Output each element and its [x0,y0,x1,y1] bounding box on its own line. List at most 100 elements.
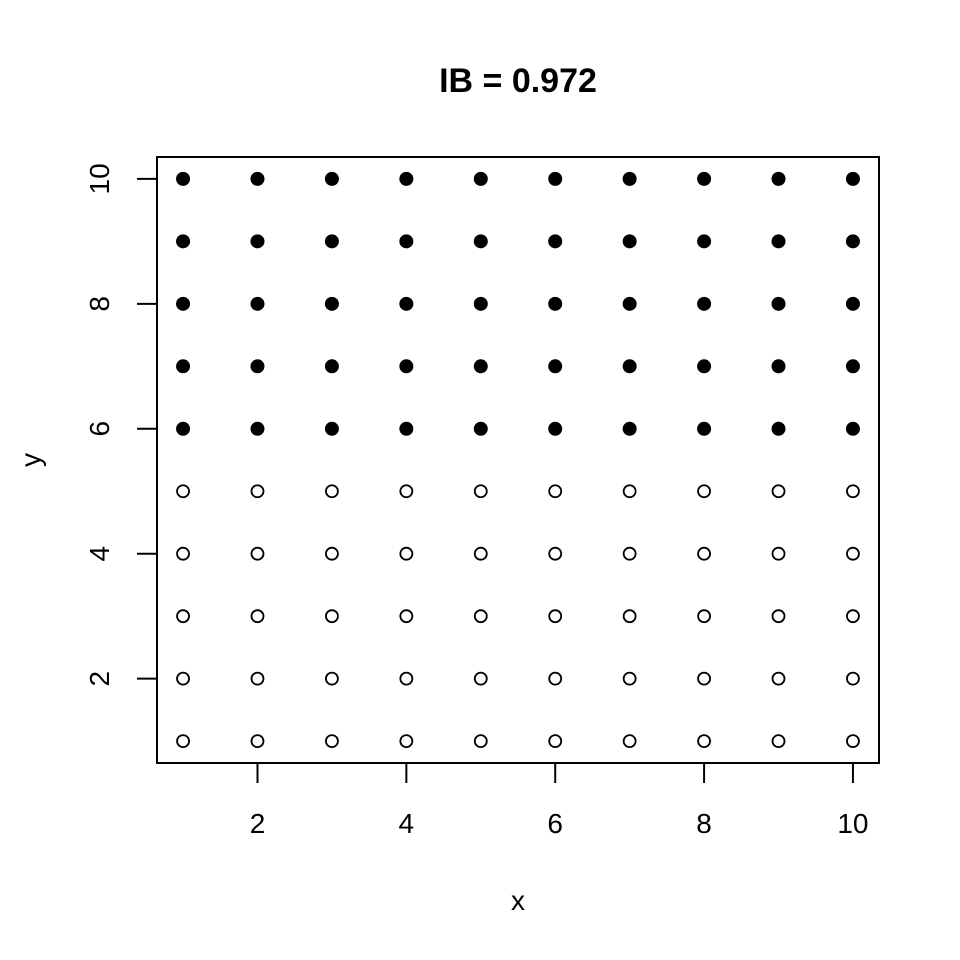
open-point [325,734,339,749]
filled-point [176,359,191,374]
filled-point [845,296,860,311]
filled-point [697,171,712,186]
x-axis-label: x [511,885,525,916]
open-point [771,734,786,749]
open-point [250,734,265,749]
open-point [473,671,488,686]
filled-point [771,359,786,374]
open-point [846,546,860,561]
y-axis-label: y [15,453,46,467]
open-point [473,734,488,749]
open-point [548,609,563,624]
y-tick-label: 4 [84,546,115,562]
filled-point [845,171,860,186]
open-point [622,609,637,624]
open-point [697,546,711,561]
open-point [846,609,860,624]
open-point [622,546,637,561]
filled-point [771,234,786,249]
open-point [771,484,786,499]
open-point [250,609,265,624]
filled-point [622,171,637,186]
filled-point [697,234,712,249]
filled-point [399,234,414,249]
filled-point [622,296,637,311]
open-point [250,671,265,686]
open-point [771,609,786,624]
open-point [548,546,563,561]
filled-point [771,296,786,311]
open-point [622,484,637,499]
filled-point [399,359,414,374]
open-point [548,484,563,499]
y-tick-label: 6 [84,421,115,437]
filled-point [845,359,860,374]
filled-point [473,421,488,436]
filled-point [250,421,265,436]
filled-point [473,359,488,374]
filled-point [697,359,712,374]
plot-frame [156,156,880,764]
filled-point [548,296,563,311]
x-tick-label: 4 [399,808,415,839]
filled-point [845,234,860,249]
filled-point [250,234,265,249]
open-point [697,484,711,499]
filled-point [176,171,191,186]
open-point [325,484,339,499]
open-point [846,484,860,499]
open-point [473,484,488,499]
filled-point [176,296,191,311]
x-axis: 2 4 6 8 10 [250,762,869,839]
x-tick-label: 2 [250,808,266,839]
filled-point [176,234,191,249]
filled-point [473,234,488,249]
filled-point [473,171,488,186]
open-point [771,671,786,686]
filled-point [324,359,339,374]
x-tick-label: 6 [547,808,563,839]
filled-point [250,359,265,374]
filled-point [324,421,339,436]
open-point [548,734,563,749]
open-point [548,671,563,686]
filled-point [548,171,563,186]
filled-point [697,421,712,436]
open-point [622,671,637,686]
open-point [399,484,414,499]
x-tick-label: 8 [696,808,712,839]
filled-point [324,234,339,249]
filled-point [324,296,339,311]
open-point [771,546,786,561]
open-point [325,546,339,561]
filled-point [548,359,563,374]
open-point [473,609,488,624]
y-tick-label: 10 [84,163,115,194]
filled-point [548,421,563,436]
open-point [250,546,265,561]
open-point [846,671,860,686]
filled-point [399,296,414,311]
filled-point [250,296,265,311]
open-point [697,734,711,749]
open-point [176,671,190,686]
filled-point [250,171,265,186]
open-point [325,671,339,686]
open-point [697,609,711,624]
open-point [399,734,414,749]
filled-point [771,171,786,186]
y-tick-label: 2 [84,671,115,687]
filled-point [622,359,637,374]
open-point [399,609,414,624]
open-point [325,609,339,624]
filled-point [473,296,488,311]
open-point [176,546,190,561]
filled-point [622,421,637,436]
open-point [622,734,637,749]
open-point [473,546,488,561]
open-point [176,484,190,499]
x-tick-label: 10 [837,808,868,839]
open-point [176,609,190,624]
filled-point [399,171,414,186]
